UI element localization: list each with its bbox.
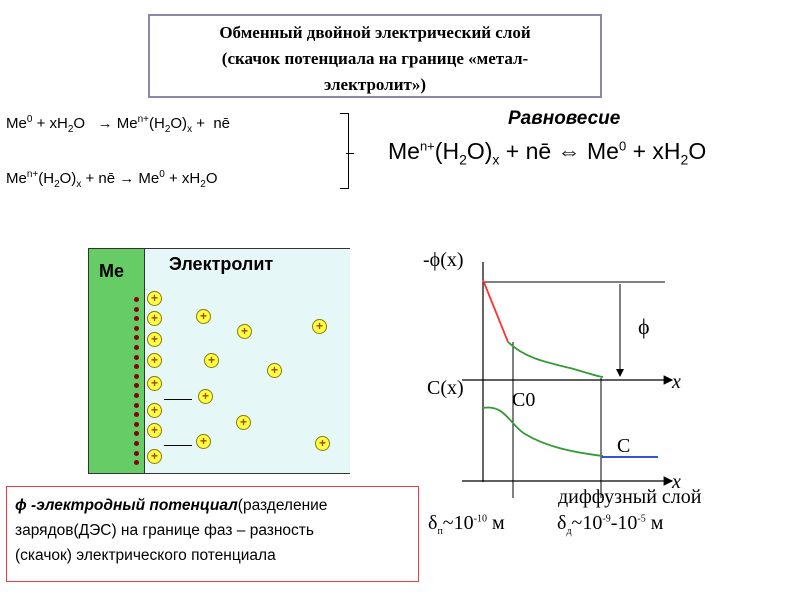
adsorbed-cation: + — [147, 403, 162, 418]
equilibrium-label: Равновесие — [508, 108, 621, 129]
c0-label: C0 — [512, 389, 535, 411]
phi-axis-label: -ϕ(x) — [423, 249, 464, 271]
diffuse-cation: + — [315, 436, 330, 451]
electrolyte-label: Электролит — [169, 254, 274, 274]
diffuse-cation: + — [236, 415, 251, 430]
surface-electron — [134, 450, 139, 456]
adsorbed-cation: + — [147, 423, 162, 438]
migration-arrow — [164, 445, 192, 446]
c-axis-label: C(x) — [427, 377, 464, 399]
title-line-2: (скачок потенциала на границе «метал- — [221, 49, 529, 68]
c-label: C — [617, 435, 630, 457]
diffuse-cation: + — [198, 389, 213, 404]
migration-arrow — [164, 399, 192, 400]
surface-electron — [134, 393, 139, 398]
reaction-bracket-tick — [346, 153, 354, 154]
definition-box: ϕ -электродный потенциал(разделение заря… — [6, 486, 419, 582]
surface-electron — [134, 441, 139, 446]
potential-dense-curve — [482, 279, 509, 343]
title-line-1: Обменный двойной электрический слой — [219, 23, 531, 42]
diffuse-cation: + — [196, 309, 211, 324]
adsorbed-cation: + — [147, 376, 162, 391]
diffuse-cation: + — [237, 324, 252, 339]
diffuse-cation: + — [204, 353, 219, 368]
double-layer-diagram: Me Электролит + + + + + + + + + + + + + + + + + — [88, 248, 350, 474]
x-label-top: x — [671, 371, 681, 393]
adsorbed-cation: + — [147, 332, 162, 347]
adsorbed-cation: + — [147, 449, 162, 464]
surface-electron — [134, 364, 139, 370]
title-box: Обменный двойной электрический слой (ска… — [148, 14, 602, 98]
surface-electron — [134, 306, 139, 312]
phi-symbol: ϕ — [638, 314, 650, 339]
surface-electron — [134, 325, 139, 331]
surface-electron — [134, 335, 139, 341]
surface-electron — [134, 460, 139, 466]
dense-layer-thickness: δп~10-10 м — [428, 512, 505, 537]
definition-line-3: (скачок) электрического потенциала — [15, 547, 276, 564]
surface-electron — [134, 383, 139, 389]
surface-electron — [134, 297, 139, 302]
x-label-bottom: x — [671, 471, 681, 493]
reaction-bracket — [340, 113, 349, 189]
concentration-curve — [482, 406, 604, 457]
adsorbed-cation: + — [147, 353, 162, 368]
title-line-3: электролит») — [323, 75, 427, 94]
potential-diffuse-curve — [507, 341, 604, 378]
surface-electron — [134, 402, 139, 408]
reaction-deposition: Men+(H2O)x + nē → Me0 + xH2O — [6, 169, 218, 190]
electrolyte-region — [144, 249, 350, 473]
surface-electron — [134, 412, 139, 418]
surface-electron — [134, 373, 139, 379]
definition-rest: (разделение — [237, 497, 328, 514]
diffuse-layer-title: диффузный слой — [558, 486, 702, 508]
surface-electron — [134, 345, 139, 350]
metal-label: Me — [99, 261, 125, 281]
surface-electron — [134, 316, 139, 322]
surface-electron — [134, 421, 139, 427]
definition-term: ϕ -электродный потенциал — [15, 497, 238, 514]
diffuse-layer-thickness: δд~10-9-10-5 м — [557, 512, 664, 537]
surface-electron — [134, 354, 139, 360]
equilibrium-equation: Men+(H2O)x + nē ⇔ Me0 + xH2O — [388, 138, 707, 168]
reaction-dissolution: Me0 + xH2O → Men+(H2O)x + nē — [6, 114, 231, 135]
diffuse-cation: + — [196, 434, 211, 449]
definition-line-1: ϕ -электродный потенциал(разделение — [15, 493, 410, 518]
definition-line-2: зарядов(ДЭС) на границе фаз – разность — [15, 522, 314, 539]
adsorbed-cation: + — [147, 311, 162, 326]
diffuse-cation: + — [312, 319, 327, 334]
diffuse-cation: + — [267, 363, 282, 378]
surface-electron — [134, 431, 139, 437]
adsorbed-cation: + — [147, 291, 162, 306]
